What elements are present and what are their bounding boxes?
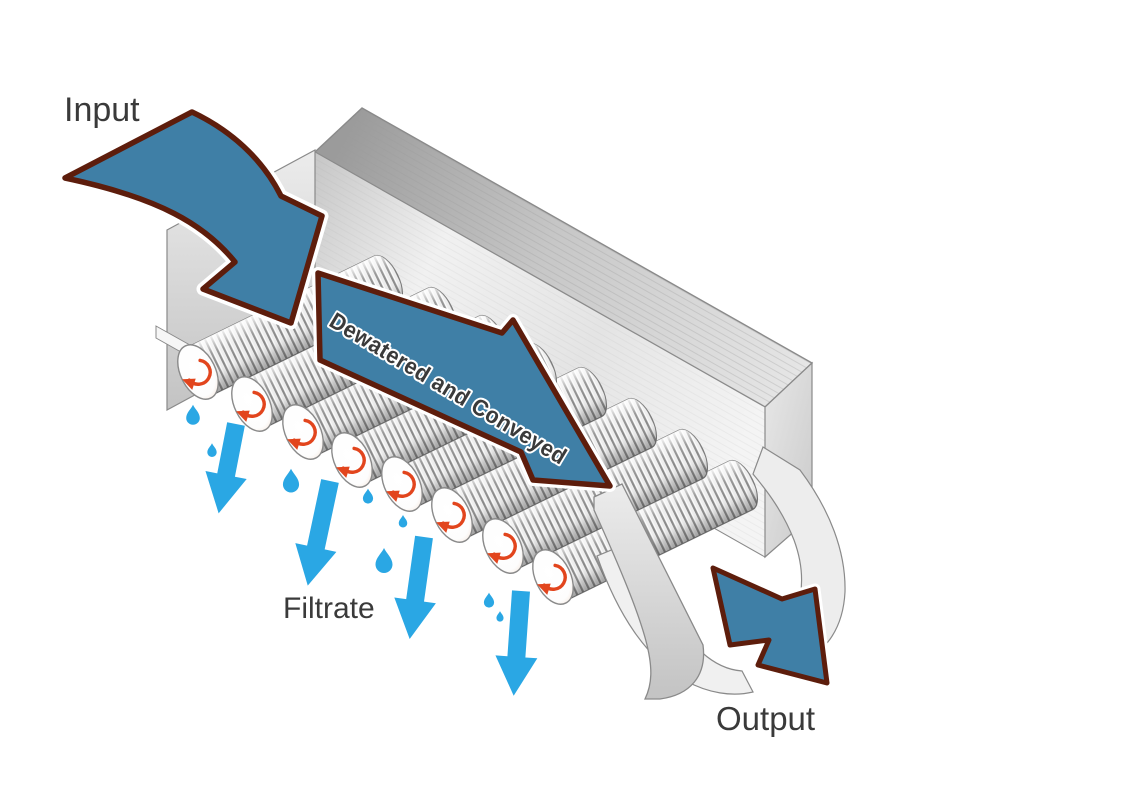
filtrate-drop: [398, 515, 408, 528]
filtrate-arrow-4: [495, 590, 538, 696]
input-arrow-body: [62, 109, 325, 326]
input-arrow: [58, 105, 329, 330]
filtrate-drop: [362, 488, 374, 504]
machine-top-face-texture: [315, 108, 812, 407]
discharge-weir-plate: [593, 483, 705, 700]
conveyor-arrow-body: [315, 270, 613, 489]
filtrate-arrow-3: [394, 535, 436, 639]
filtrate-arrow-2: [295, 479, 339, 586]
input-label: Input: [64, 91, 140, 129]
filtrate-drop: [282, 468, 300, 493]
output-arrow: [707, 562, 833, 689]
filtrate-drop: [496, 611, 504, 622]
filtrate-drop: [483, 592, 495, 608]
filtrate-drop: [375, 548, 393, 573]
filtrate-drop: [207, 443, 217, 458]
output-label: Output: [716, 700, 815, 737]
filtrate-label: Filtrate: [283, 592, 375, 625]
filtrate-drop: [186, 404, 200, 425]
output-arrow-body: [710, 565, 830, 686]
filtrate-arrows: [205, 422, 538, 696]
filtrate-arrow-1: [205, 422, 247, 514]
